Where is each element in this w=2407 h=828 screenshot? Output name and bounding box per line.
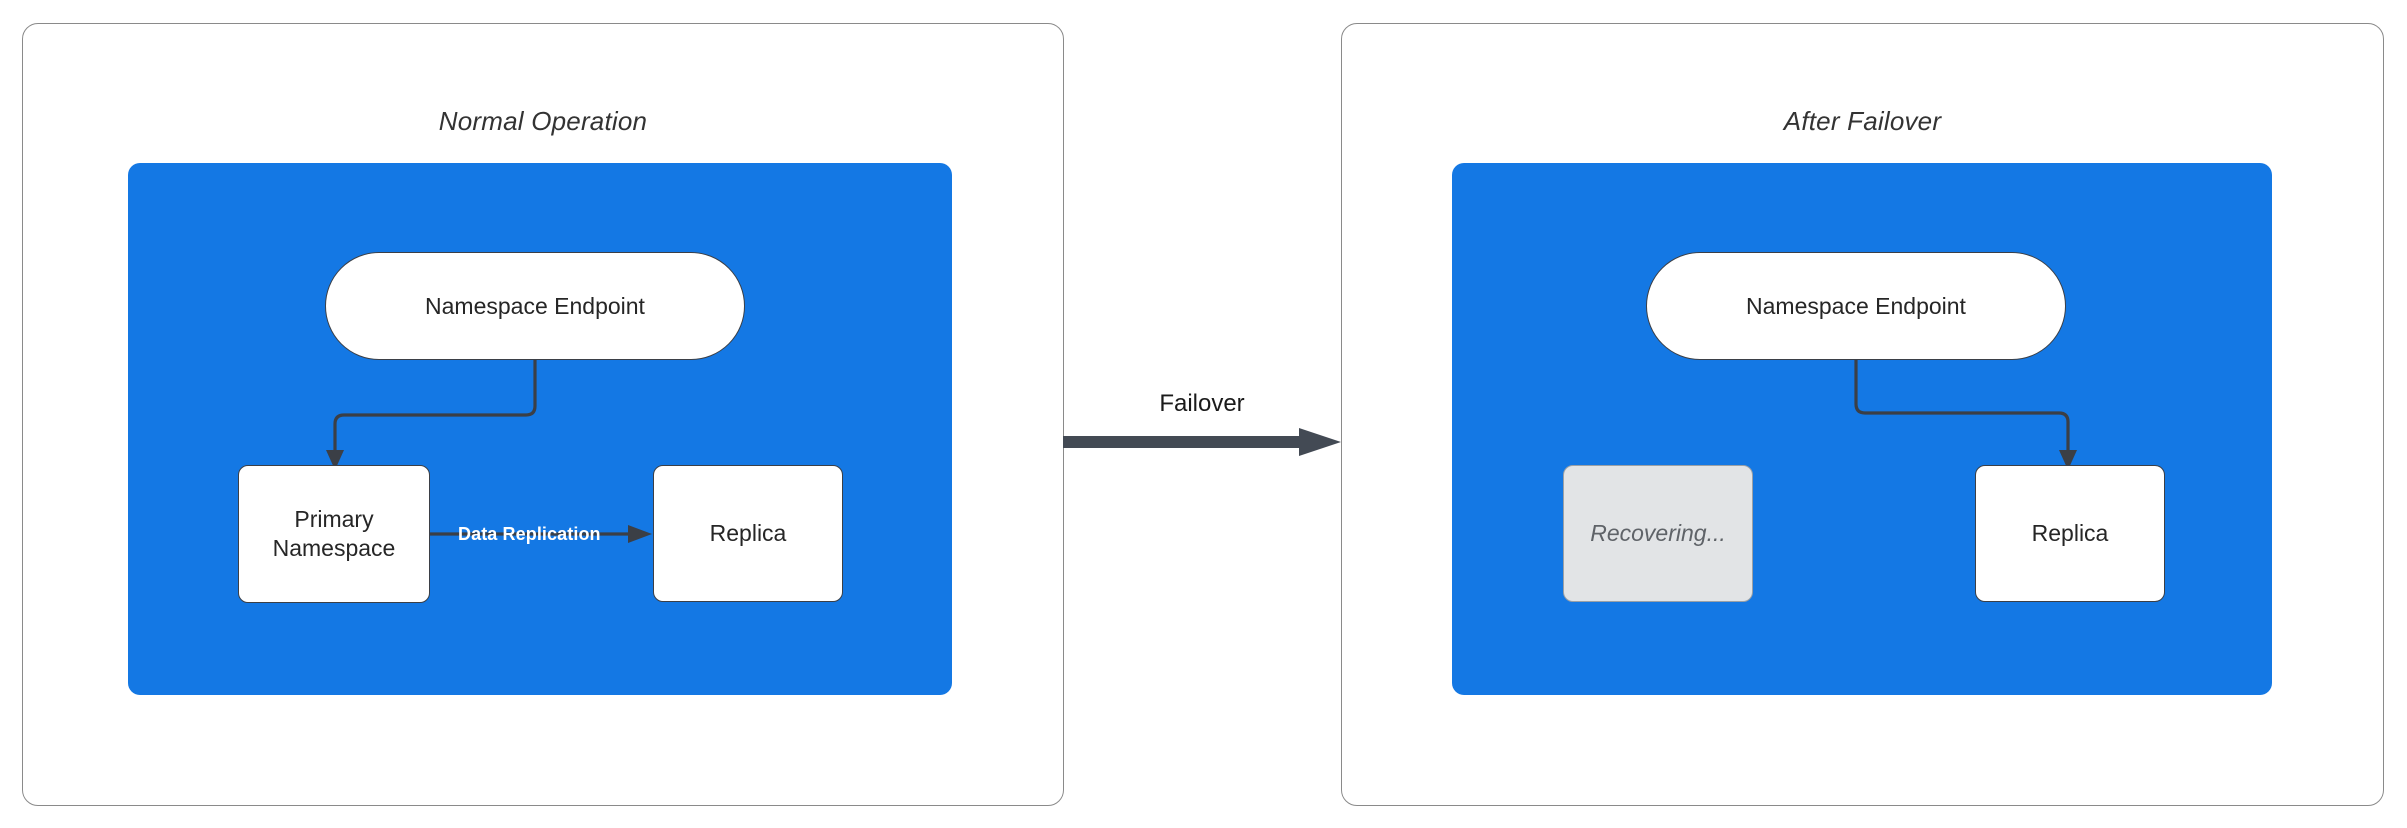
node-label: Primary Namespace [273,505,396,563]
node-label-line1: Primary [294,506,374,533]
node-label-line2: Namespace [272,535,396,561]
failover-transition: Failover [1063,390,1341,460]
node-namespace-endpoint-normal[interactable]: Namespace Endpoint [325,252,745,360]
panel-title-after-failover: After Failover [1783,106,1942,136]
blue-zone-after-failover [1452,163,2272,695]
node-replica-normal[interactable]: Replica [653,465,843,602]
failover-arrow-icon [1063,428,1341,456]
node-label: Namespace Endpoint [1746,292,1966,319]
failover-label: Failover [1159,390,1245,417]
edge-label-data-replication: Data Replication [458,524,601,544]
node-label: Recovering... [1590,520,1726,547]
node-recovering[interactable]: Recovering... [1563,465,1753,602]
node-primary-namespace[interactable]: Primary Namespace [238,465,430,603]
panel-title-normal-operation: Normal Operation [438,106,648,136]
node-label: Replica [2031,520,2109,547]
node-namespace-endpoint-failover[interactable]: Namespace Endpoint [1646,252,2066,360]
node-label: Replica [709,520,787,547]
node-label: Namespace Endpoint [425,292,645,319]
blue-zone-normal-operation [128,163,952,695]
node-replica-failover[interactable]: Replica [1975,465,2165,602]
